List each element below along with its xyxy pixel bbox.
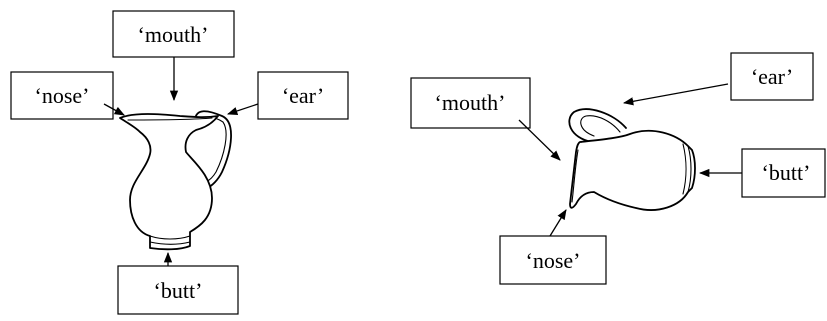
left-jug-group: ‘mouth’ ‘nose’ ‘ear’ ‘butt’ xyxy=(10,10,349,315)
right-mouth-arrow xyxy=(518,119,561,161)
right-jug-group: ‘mouth’ ‘ear’ ‘butt’ ‘nose’ xyxy=(410,52,826,285)
right-nose-arrow xyxy=(549,209,567,237)
left-mouth-label: ‘mouth’ xyxy=(138,22,209,47)
right-mouth-label: ‘mouth’ xyxy=(435,90,506,115)
right-nose-label-box xyxy=(499,235,607,285)
left-nose-arrow xyxy=(103,103,125,116)
left-ear-arrow xyxy=(227,103,259,115)
right-ear-label-box xyxy=(730,52,814,101)
left-ear-label: ‘ear’ xyxy=(282,83,324,108)
right-ear-arrow xyxy=(622,83,729,106)
right-ear-label: ‘ear’ xyxy=(751,64,793,89)
left-ear-label-box xyxy=(257,71,349,120)
left-mouth-label-box xyxy=(112,10,235,58)
right-butt-label-box xyxy=(741,148,826,198)
left-butt-label: ‘butt’ xyxy=(154,278,203,303)
left-nose-label-box xyxy=(10,71,114,120)
left-jug-drawing xyxy=(119,110,232,251)
left-butt-label-box xyxy=(117,265,239,315)
right-butt-label: ‘butt’ xyxy=(762,160,811,185)
right-mouth-label-box xyxy=(410,77,531,129)
right-nose-label: ‘nose’ xyxy=(526,248,581,273)
left-nose-label: ‘nose’ xyxy=(35,83,90,108)
right-jug-drawing xyxy=(568,108,696,211)
